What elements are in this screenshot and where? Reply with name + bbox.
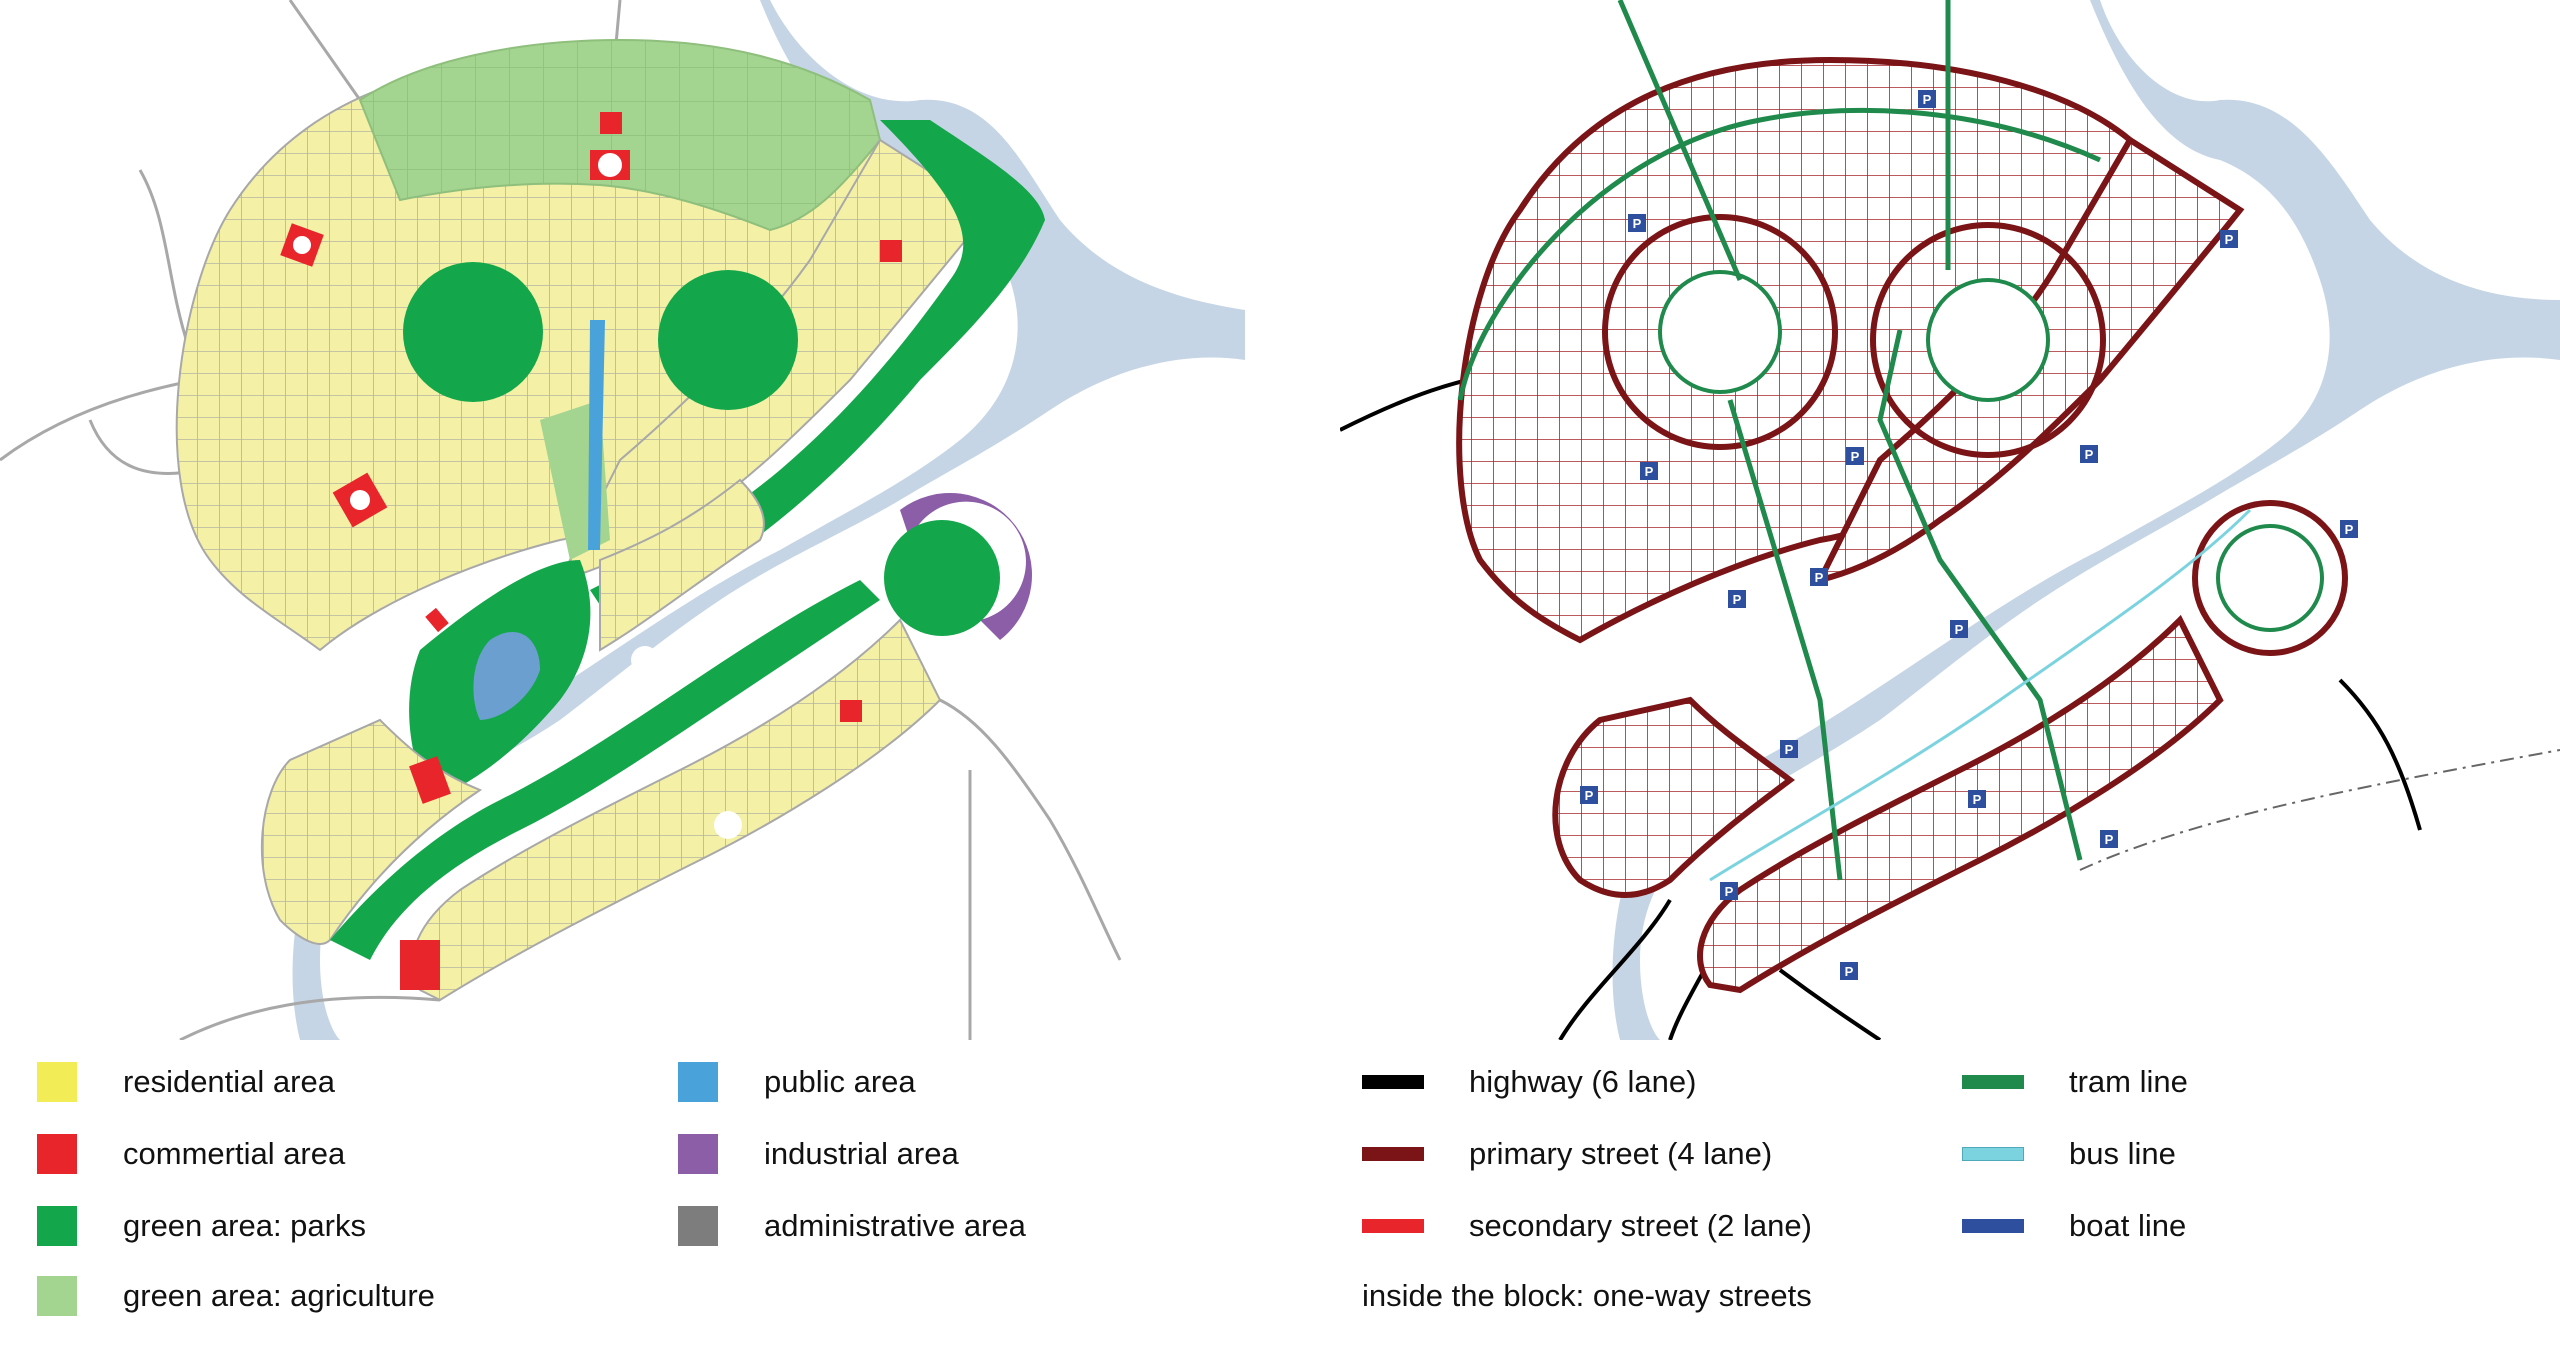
svg-text:P: P: [1785, 742, 1794, 757]
legend-item-tram: tram line: [1962, 1062, 2188, 1102]
legend-line: [1962, 1075, 2024, 1089]
legend-line: [1962, 1147, 2024, 1161]
legend-label: administrative area: [764, 1208, 1026, 1243]
legend-swatch: [37, 1206, 77, 1246]
park-circle-1: [403, 262, 543, 402]
legend-item-public: public area: [678, 1062, 916, 1102]
traffic-legend: highway (6 lane) primary street (4 lane)…: [1340, 1040, 2560, 1351]
svg-text:P: P: [2085, 447, 2094, 462]
legend-label: industrial area: [764, 1136, 959, 1171]
legend-label: public area: [764, 1064, 916, 1099]
svg-text:P: P: [1585, 788, 1594, 803]
traffic-map: P P P P P P P P P P P P P P P P: [1340, 0, 2560, 1040]
ring-roads: [1602, 214, 2348, 656]
parking-labels: P P P P P P P P P P P P P P P P: [1585, 92, 2354, 979]
legend-label: green area: parks: [123, 1208, 366, 1243]
park-circle-2: [658, 270, 798, 410]
parking-markers: [1580, 90, 2358, 980]
ring-parks: [1658, 270, 2324, 632]
industrial-area: [900, 492, 1033, 640]
svg-text:P: P: [1645, 464, 1654, 479]
svg-text:P: P: [1725, 884, 1734, 899]
legend-item-secondary-street: secondary street (2 lane): [1362, 1206, 1812, 1246]
district-southeast: [1697, 614, 2224, 994]
legend-line: [1362, 1219, 1424, 1233]
public-axis: [588, 320, 605, 550]
legend-item-parks: green area: parks: [37, 1206, 366, 1246]
legend-item-bus: bus line: [1962, 1134, 2176, 1174]
legend-swatch: [37, 1134, 77, 1174]
legend-item-agriculture: green area: agriculture: [37, 1276, 435, 1316]
legend-item-commercial: commertial area: [37, 1134, 345, 1174]
svg-text:P: P: [2105, 832, 2114, 847]
agriculture-area: [358, 38, 882, 232]
legend-line: [1362, 1147, 1424, 1161]
legend-label: tram line: [2069, 1064, 2188, 1099]
land-use-legend: residential area commertial area green a…: [0, 1040, 1300, 1351]
bus-line: [1709, 508, 2252, 882]
district-southwest: [1552, 696, 1796, 898]
land-use-map: [0, 0, 1245, 1040]
svg-text:P: P: [2345, 522, 2354, 537]
svg-text:P: P: [1973, 792, 1982, 807]
river: [1612, 0, 2560, 1040]
legend-note: inside the block: one-way streets: [1362, 1276, 1812, 1316]
legend-label: green area: agriculture: [123, 1278, 435, 1313]
legend-swatch: [678, 1062, 718, 1102]
legend-swatch: [37, 1276, 77, 1316]
tram-lines: [1457, 0, 2102, 881]
svg-text:P: P: [1633, 216, 1642, 231]
legend-label: primary street (4 lane): [1469, 1136, 1773, 1171]
legend-line: [1362, 1075, 1424, 1089]
legend-item-primary-street: primary street (4 lane): [1362, 1134, 1772, 1174]
legend-label: highway (6 lane): [1469, 1064, 1697, 1099]
legend-swatch: [678, 1206, 718, 1246]
park-circle-3: [884, 520, 1000, 636]
svg-text:P: P: [2225, 232, 2234, 247]
green-strip-south: [330, 580, 880, 960]
legend-item-administrative: administrative area: [678, 1206, 1026, 1246]
legend-item-highway: highway (6 lane): [1362, 1062, 1696, 1102]
legend-label: commertial area: [123, 1136, 346, 1171]
legend-item-boat: boat line: [1962, 1206, 2186, 1246]
public-plazas: [293, 153, 742, 839]
legend-label: secondary street (2 lane): [1469, 1208, 1812, 1243]
legend-label: boat line: [2069, 1208, 2187, 1243]
park-lake: [473, 631, 540, 720]
svg-text:P: P: [1733, 592, 1742, 607]
legend-item-residential: residential area: [37, 1062, 335, 1102]
legend-label: bus line: [2069, 1136, 2176, 1171]
svg-text:P: P: [1923, 92, 1932, 107]
legend-label: residential area: [123, 1064, 335, 1099]
legend-swatch: [678, 1134, 718, 1174]
residential-area-central: [599, 478, 765, 652]
railway-line: [2079, 749, 2560, 871]
legend-swatch: [37, 1062, 77, 1102]
svg-text:P: P: [1845, 964, 1854, 979]
svg-text:P: P: [1815, 570, 1824, 585]
legend-line: [1962, 1219, 2024, 1233]
svg-text:P: P: [1851, 449, 1860, 464]
residential-area-southeast: [411, 618, 942, 1002]
one-way-note: inside the block: one-way streets: [1362, 1278, 1812, 1313]
legend-item-industrial: industrial area: [678, 1134, 959, 1174]
svg-text:P: P: [1955, 622, 1964, 637]
